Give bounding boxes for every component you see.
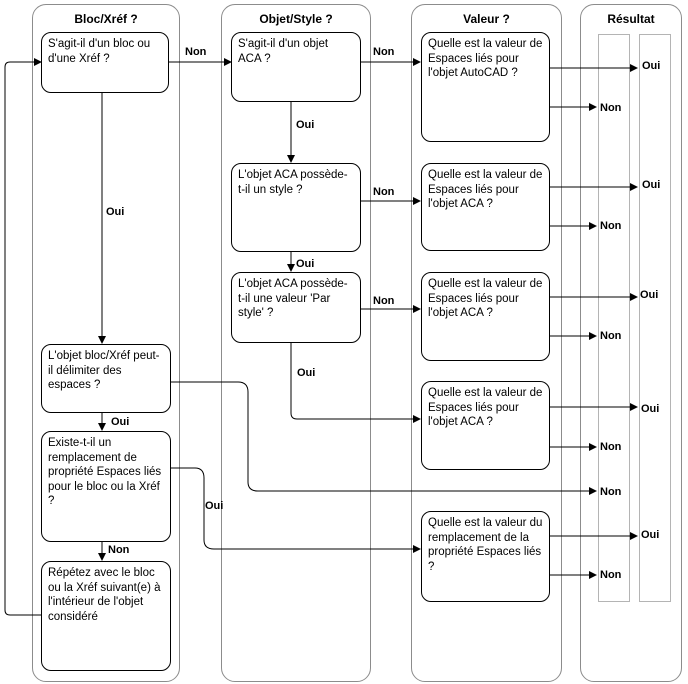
lane-objet-style: Objet/Style ? — [221, 4, 371, 682]
label-oui-b2: Oui — [111, 416, 130, 428]
label-oui-b1: Oui — [106, 206, 125, 218]
arrow-o3-v4 — [290, 342, 421, 423]
label-non-o3: Non — [373, 295, 395, 307]
box-can-bound-spaces: L'objet bloc/Xréf peut-il délimiter des … — [41, 344, 171, 413]
box-repeat-next: Répétez avec le bloc ou la Xréf suivant(… — [41, 561, 171, 671]
lane-title-objet-style: Objet/Style ? — [259, 12, 333, 26]
lane-title-valeur: Valeur ? — [463, 12, 510, 26]
box-bloc-or-xref: S'agit-il d'un bloc ou d'une Xréf ? — [41, 32, 169, 93]
result-column-non — [639, 34, 671, 602]
result-column-oui — [598, 34, 630, 602]
label-non-b3: Non — [108, 544, 130, 556]
result-non-3: Non — [600, 330, 622, 342]
box-has-style: L'objet ACA possède-t-il un style ? — [231, 163, 361, 252]
result-non-5: Non — [600, 486, 622, 498]
box-is-aca-object: S'agit-il d'un objet ACA ? — [231, 32, 361, 102]
box-value-aca-2: Quelle est la valeur de Espaces liés pou… — [421, 272, 550, 361]
box-value-autocad: Quelle est la valeur de Espaces liés pou… — [421, 32, 550, 142]
result-oui-3: Oui — [640, 289, 659, 301]
result-oui-1: Oui — [642, 60, 661, 72]
result-non-2: Non — [600, 220, 622, 232]
label-non-o1: Non — [373, 46, 395, 58]
label-non-o2: Non — [373, 186, 395, 198]
arrow-loop-back — [4, 58, 42, 616]
label-oui-o2: Oui — [296, 258, 315, 270]
box-value-aca-1: Quelle est la valeur de Espaces liés pou… — [421, 163, 550, 251]
lane-title-resultat: Résultat — [607, 12, 655, 26]
result-non-1: Non — [600, 102, 622, 114]
result-oui-2: Oui — [642, 179, 661, 191]
arrow-b3-v5 — [171, 467, 421, 553]
result-oui-5: Oui — [641, 529, 660, 541]
label-oui-b3: Oui — [205, 500, 224, 512]
box-by-style-value: L'objet ACA possède-t-il une valeur 'Par… — [231, 272, 361, 343]
label-non-b1: Non — [185, 46, 207, 58]
box-property-override: Existe-t-il un remplacement de propriété… — [41, 431, 171, 542]
result-oui-4: Oui — [641, 403, 660, 415]
label-oui-o3: Oui — [297, 367, 316, 379]
label-oui-o1: Oui — [296, 119, 315, 131]
box-value-aca-3: Quelle est la valeur de Espaces liés pou… — [421, 381, 550, 470]
box-value-override: Quelle est la valeur du remplacement de … — [421, 511, 550, 602]
result-non-6: Non — [600, 569, 622, 581]
lane-title-bloc-xref: Bloc/Xréf ? — [74, 12, 138, 26]
arrow-b2-non — [171, 381, 597, 495]
result-non-4: Non — [600, 441, 622, 453]
